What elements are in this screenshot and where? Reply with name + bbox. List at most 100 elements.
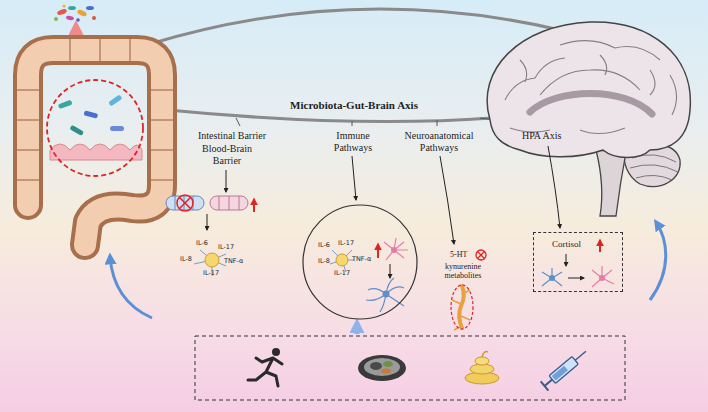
immune-illustration [330,238,408,312]
microglia-activated [391,247,397,253]
food [381,369,391,374]
microbe [56,8,67,16]
microglia-resting [549,275,555,281]
focus-ellipse [451,285,473,329]
syringe-barrel [549,356,578,383]
block-mark [476,250,486,260]
barrier-cells [166,196,204,210]
swirl [475,357,489,365]
increase-arrow [599,240,601,252]
pointer-arrow [566,254,567,266]
brain [487,22,690,216]
pointer-arrow [548,146,560,228]
pointer-arrow [226,170,227,192]
pathway-heading: Neuroanatomical Pathways [392,130,486,153]
microbe [54,17,58,21]
microbe [76,9,87,18]
syringe-fluid [552,366,568,381]
cytokine-label: IL-17 [218,244,234,251]
nerve-fiber [459,286,464,328]
circle-outline [303,205,417,319]
pointer-arrow [568,278,584,279]
pointer-arrow [207,214,208,230]
pathway-heading: Immune Pathways [322,130,384,153]
microglia-activated [599,275,605,281]
brainstem [596,150,626,216]
block-mark [478,252,485,259]
diagram-title: Microbiota-Gut-Brain Axis [290,99,418,112]
cerebellum-folds [630,155,678,180]
food [383,361,393,367]
increase-arrow [377,244,379,258]
block-mark [177,195,193,211]
colon-lumen [28,50,162,245]
cytokine-label: IL-17 [203,270,219,277]
block-mark [179,197,191,209]
runner-body [248,358,282,386]
axis-arc [150,9,560,44]
interventions-frame [195,336,625,400]
colon-wall [28,50,162,245]
immune-cell [336,254,348,266]
pathway-heading: Intestinal Barrier [198,130,266,142]
microbes [54,4,96,21]
cytokine-label: TNF-α [224,258,243,265]
gyri [505,41,677,134]
immune-cell [205,253,219,267]
swirl-tip [482,352,488,357]
pointer-arrow [352,156,356,200]
cell-junctions [219,196,239,210]
pointer-arrow [440,156,454,244]
corpus-callosum [530,94,652,115]
syringe-needle [575,351,586,360]
microbe [86,6,94,10]
axis-arc [168,110,492,122]
feedback-arrow [650,222,666,300]
colon [17,39,173,245]
haustra [17,39,173,180]
syringe-icon [541,347,590,391]
cerebrum [487,22,690,158]
syringe-plunger [541,375,556,391]
fmt-icon [465,352,499,384]
branch-tick [352,121,353,126]
exercise-icon [248,348,282,386]
microbe [66,15,75,20]
barrier-icons [166,195,254,230]
metabolite-label: 5-HT [450,250,467,259]
bacterium [83,110,98,118]
increase-arrow [74,26,79,34]
barrier-cells [210,196,248,210]
diet-icon [358,355,406,381]
cytokine-label: IL-8 [318,258,330,265]
microglia-activated [384,238,408,260]
cytokine-label: IL-6 [318,242,330,249]
cytokine-label: IL-17 [334,270,350,277]
microbe [62,4,65,7]
villi [50,144,142,160]
cytokine-links [330,250,354,272]
plate [358,355,406,381]
microglia-resting [542,268,562,286]
microbe [92,16,96,20]
branch-tick [437,120,438,126]
immune-circle: IL-6IL-17IL-8IL-17TNF-α [302,204,418,320]
cytokine-label: IL-8 [180,256,192,263]
microglia-resting [366,278,404,312]
metabolite-label: kynurenine metabolites [436,262,490,280]
pathway-heading: HPA Axis [522,130,561,142]
pointer-arrow [390,264,391,278]
cell-junctions [175,196,193,210]
food [370,362,382,370]
microglia-activated [592,266,614,287]
feedback-arrow [110,256,152,318]
intervention-arrow [355,324,360,334]
bacterium [58,100,73,109]
plate-inner [364,358,400,376]
microbe [76,18,80,22]
microglia-resting [383,291,390,298]
hpa-box: Cortisol [533,232,623,292]
cytokine-label: IL-6 [196,240,208,247]
bacterium [108,94,122,106]
